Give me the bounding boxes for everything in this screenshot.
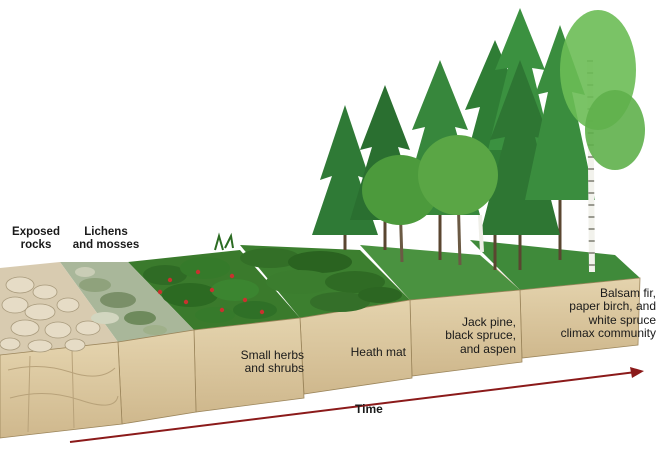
rock-rubble bbox=[0, 276, 101, 353]
red-berries bbox=[157, 269, 265, 315]
time-arrow bbox=[69, 367, 644, 443]
label-exposed-rocks: Exposed rocks bbox=[12, 226, 60, 251]
deciduous-trees bbox=[362, 10, 645, 273]
herb-shrubs bbox=[143, 232, 277, 323]
label-lichens-mosses: Lichens and mosses bbox=[72, 226, 140, 251]
label-heath-mat: Heath mat bbox=[350, 345, 406, 359]
label-time: Time bbox=[355, 402, 383, 416]
label-climax-community: Balsam fir, paper birch, and white spruc… bbox=[560, 286, 656, 341]
label-small-herbs: Small herbs and shrubs bbox=[240, 348, 304, 376]
lichen-patches bbox=[75, 267, 167, 335]
heath-texture bbox=[240, 248, 402, 312]
label-jack-pine: Jack pine, black spruce, and aspen bbox=[445, 315, 516, 356]
